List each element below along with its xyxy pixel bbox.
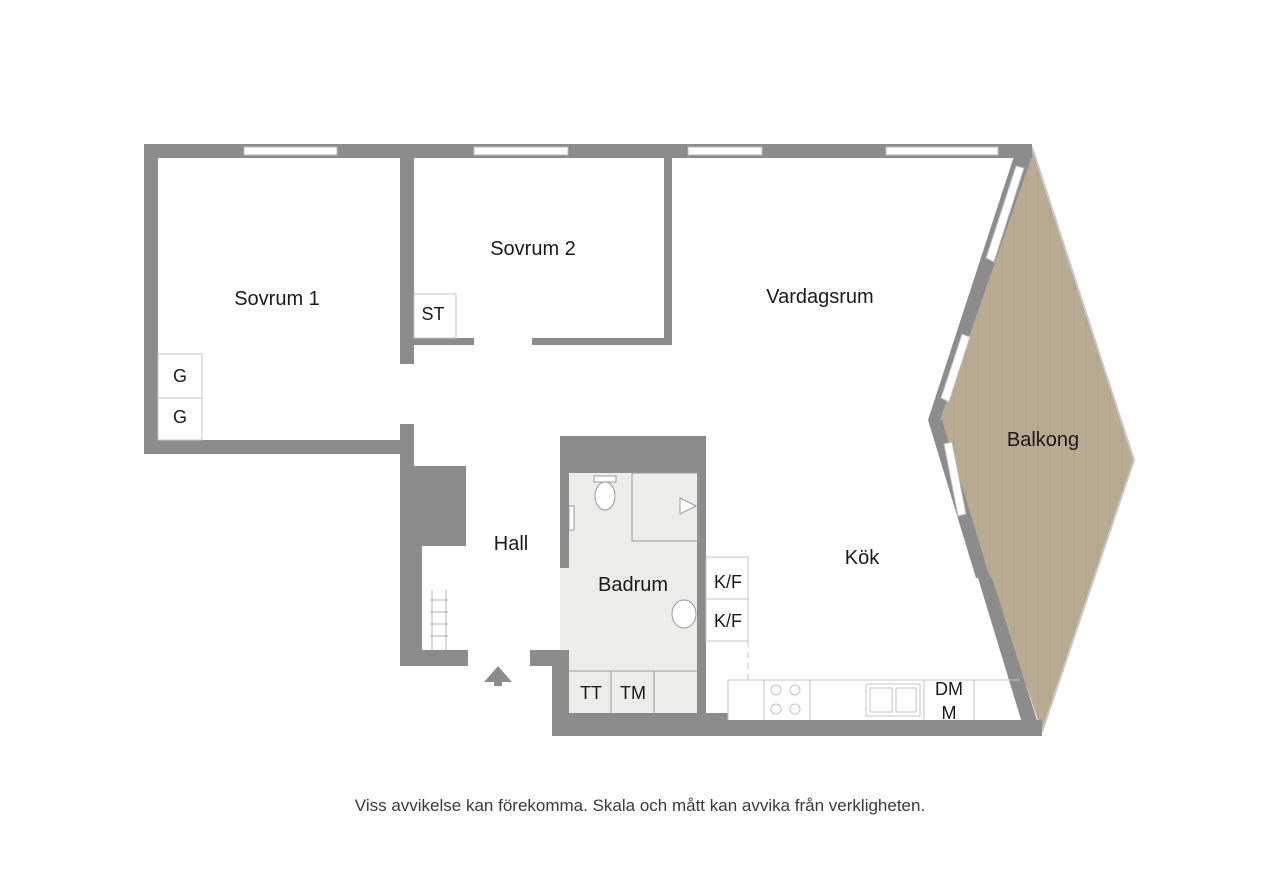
fixture-label-kf-2: K/F — [714, 611, 742, 631]
fixture-label-dm: DM — [935, 679, 963, 699]
bathroom-floor — [560, 473, 698, 713]
fixture-label-tt: TT — [580, 683, 602, 703]
hall-shelf — [430, 590, 448, 650]
room-label-sovrum-2: Sovrum 2 — [490, 238, 576, 260]
fixture-label-m: M — [942, 703, 957, 723]
fixture-label-kf-1: K/F — [714, 572, 742, 592]
kitchen-fixtures — [705, 556, 1020, 720]
wardrobes — [157, 293, 457, 441]
balcony — [940, 146, 1136, 733]
disclaimer-text: Viss avvikelse kan förekomma. Skala och … — [354, 796, 926, 815]
room-label-kok: Kök — [845, 547, 880, 569]
room-label-hall: Hall — [494, 533, 528, 555]
room-label-vardagsrum: Vardagsrum — [766, 286, 873, 308]
room-label-badrum: Badrum — [598, 574, 668, 596]
bathroom-fixtures — [568, 472, 699, 713]
fixture-label-tm: TM — [620, 683, 646, 703]
fixture-label-g-2: G — [173, 407, 187, 427]
walls — [144, 144, 1042, 736]
room-label-balkong: Balkong — [1007, 429, 1079, 451]
room-label-sovrum-1: Sovrum 1 — [234, 288, 320, 310]
fixture-label-st: ST — [421, 304, 444, 324]
windows — [243, 146, 1025, 517]
entrance-arrow-icon — [484, 666, 512, 686]
fixture-label-g-1: G — [173, 366, 187, 386]
